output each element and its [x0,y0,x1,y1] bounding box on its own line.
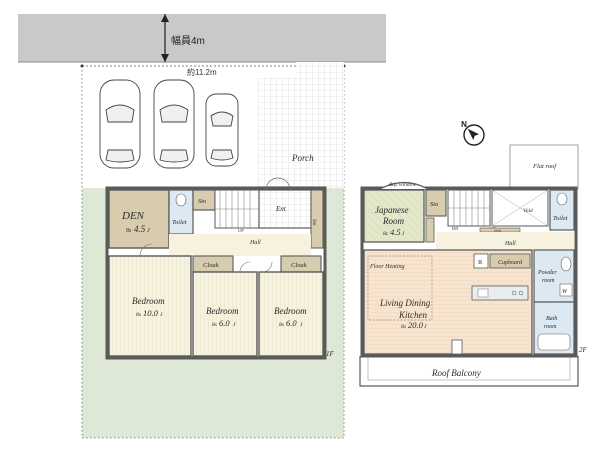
svg-text:J: J [233,322,236,328]
road-width-label: 幅員4m [171,34,205,47]
storage-2f [425,189,447,217]
svg-text:Bath: Bath [546,316,557,322]
svg-text:J: J [160,312,163,318]
refrigerator [473,253,489,269]
lot-width-label: 約11.2m [187,67,217,77]
svg-text:8s: 8s [136,312,141,318]
svg-text:Cupboard: Cupboard [498,260,523,266]
floor-label-2f: 2F [579,346,588,354]
floor-heating-area [367,255,433,321]
north-compass-icon: N [461,120,485,146]
floor-label-1f: 1F [326,350,335,358]
void-label: Void [523,208,533,214]
japanese-room-size: 4.5 [390,227,401,237]
entrance [258,189,312,229]
svg-text:8s: 8s [279,322,284,328]
svg-text:8s: 8s [401,324,406,330]
porch-label: Porch [291,153,314,163]
bedroom-3 [258,271,324,357]
svg-text:Sto: Sto [430,201,439,208]
svg-text:J: J [147,228,150,234]
den-size: 4.5 [134,224,146,234]
toilet-1f-label: Toilet [172,219,187,226]
svg-text:8s: 8s [212,322,217,328]
bedroom-1 [108,255,192,357]
road [18,14,386,62]
cloak-2-label: Cloak [291,262,307,269]
hall-2f [436,232,574,250]
svg-text:R: R [478,259,483,266]
svg-text:Sto: Sto [311,219,316,226]
bedroom-2-label: Bedroom [206,306,239,316]
hall-1f-label: Hall [249,240,261,246]
shoe-storage [310,189,324,249]
svg-text:Powder: Powder [537,270,557,276]
bedroom-3-label: Bedroom [274,306,307,316]
car-3 [205,93,239,167]
svg-text:Living Dining: Living Dining [379,298,431,308]
svg-text:Japanese: Japanese [375,205,409,215]
bedroom-2-size: 6.0 [219,318,230,328]
svg-text:Shelf: Shelf [494,229,502,233]
porch-tiles [258,78,344,188]
hall-1f [169,234,311,256]
bay-window [379,181,429,190]
car-1 [99,79,141,169]
svg-text:DN: DN [452,226,459,231]
bedroom-1-size: 10.0 [143,308,159,318]
flat-roof-label: Flat roof [532,163,557,170]
cloak-1-label: Cloak [203,262,219,269]
svg-text:J: J [300,322,303,328]
bay-window-label: Bay window [389,182,416,188]
first-floor: DEN 8s 4.5 J Toilet Sto UP Ent Sto Hall [105,177,335,360]
storage-1f-label: Sto [198,198,207,205]
stairs-1f [214,189,260,229]
svg-text:J: J [402,231,405,237]
washer-label: W [562,289,568,295]
svg-text:room: room [542,278,555,284]
svg-text:room: room [544,324,557,330]
second-floor: Roof Balcony Flat roof Bay window Japane… [359,144,588,387]
den-label: DEN [121,210,145,222]
bedroom-1-label: Bedroom [132,296,165,306]
car-2 [153,79,195,169]
cupboard [489,253,531,269]
entrance-label: Ent [275,205,287,213]
bedroom-2 [192,271,258,357]
svg-text:Kitchen: Kitchen [398,310,427,320]
svg-text:Room: Room [382,216,404,226]
svg-text:Toilet: Toilet [553,215,568,222]
stairs-2f [447,189,491,227]
svg-text:J: J [424,324,427,330]
svg-text:N: N [461,120,467,129]
bedroom-3-size: 6.0 [286,318,297,328]
ldk-size: 20.0 [408,320,424,330]
svg-text:UP: UP [238,228,244,233]
svg-text:8s: 8s [383,231,388,237]
flat-roof [509,144,579,190]
floor-heating-label: Floor Heating [369,264,405,270]
svg-text:Hall: Hall [504,241,516,247]
japanese-room [363,189,425,243]
roof-balcony-label: Roof Balcony [431,368,481,378]
svg-text:8s: 8s [126,228,132,234]
